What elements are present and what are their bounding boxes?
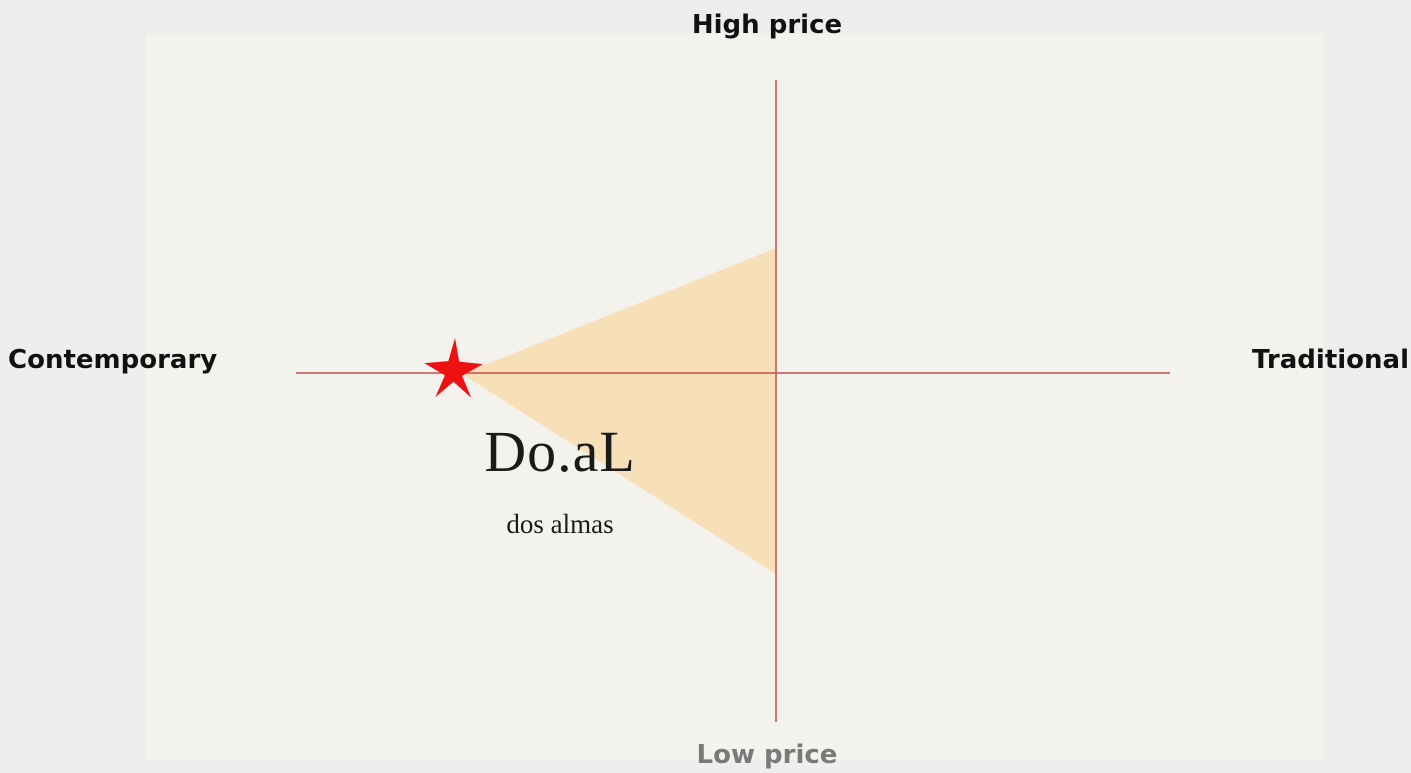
axis-label-high-price: High price — [691, 10, 843, 40]
brand-tagline: dos almas — [506, 509, 614, 539]
axis-label-contemporary: Contemporary — [8, 345, 218, 375]
star-icon — [424, 338, 483, 398]
axis-label-traditional: Traditional — [1252, 345, 1409, 375]
brand-logo-name: Do.aL — [484, 419, 636, 484]
axis-label-low-price: Low price — [696, 740, 838, 770]
positioning-area — [462, 248, 776, 574]
